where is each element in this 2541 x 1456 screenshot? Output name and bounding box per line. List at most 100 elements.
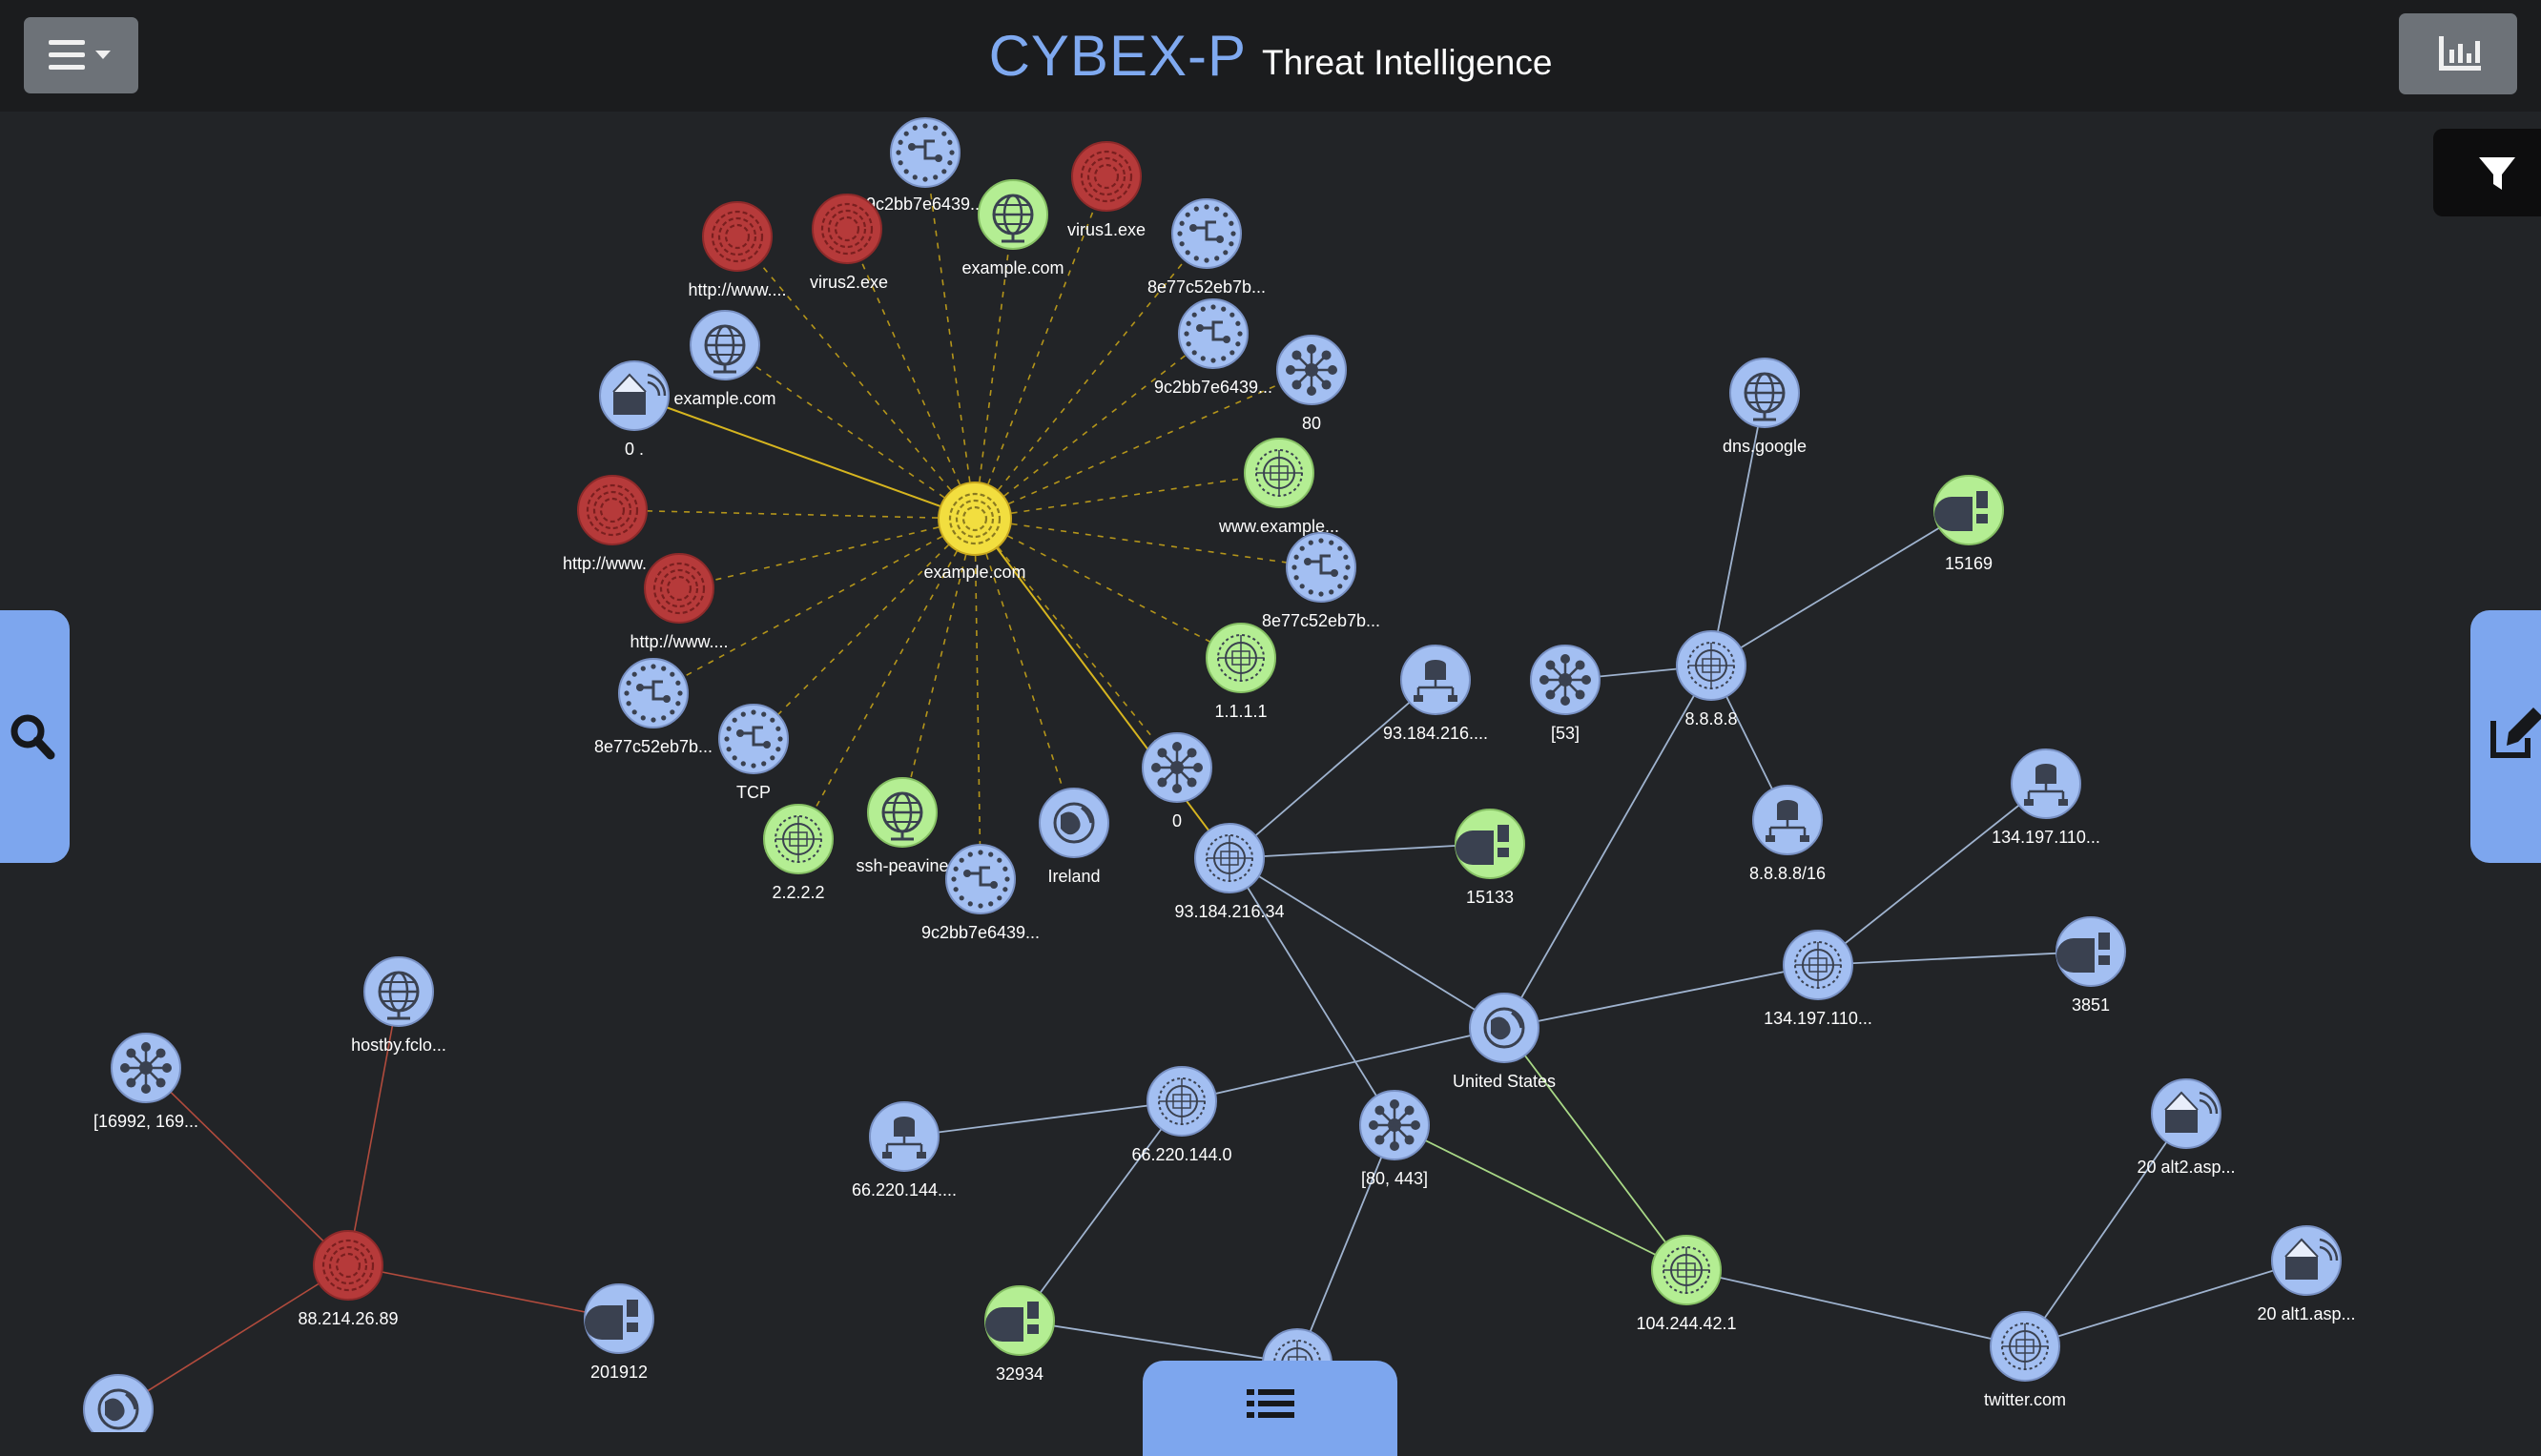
node-label: 9c2bb7e6439... (1154, 378, 1272, 397)
graph-node[interactable]: 201912 (584, 1283, 654, 1382)
list-panel-tab[interactable] (1143, 1361, 1397, 1456)
graph-node[interactable]: 20 alt2.asp... (2137, 1078, 2236, 1177)
graph-node[interactable]: virus1.exe (1067, 141, 1146, 239)
ip-icon (2001, 1323, 2049, 1370)
port-icon (120, 1042, 172, 1094)
graph-node[interactable]: 9c2bb7e6439... (866, 117, 984, 214)
threat-icon (652, 562, 706, 615)
graph-edge (678, 518, 976, 589)
graph-node[interactable]: [80, 443] (1359, 1090, 1430, 1188)
graph-node[interactable]: 8.8.8.8/16 (1749, 785, 1826, 883)
node-label: http://www. (563, 554, 647, 573)
node-label: ssh-peavine (856, 856, 948, 875)
hash-icon (896, 123, 955, 182)
country-icon (97, 1388, 139, 1430)
node-label: 80 (1302, 414, 1321, 433)
graph-node[interactable]: ssh-peavine (856, 777, 949, 875)
graph-edge (974, 518, 981, 880)
ip-icon (1206, 834, 1253, 882)
graph-node[interactable]: http://www.... (688, 201, 787, 299)
threat-icon (711, 210, 764, 263)
globe-icon (378, 971, 420, 1020)
graph-edge (974, 518, 1242, 659)
app-subtitle: Threat Intelligence (1262, 42, 1553, 82)
graph-node[interactable]: 3851 (2056, 916, 2126, 1015)
node-label: 201912 (590, 1363, 648, 1382)
graph-node[interactable]: http://www.... (630, 553, 729, 651)
graph-edge (1710, 509, 1970, 666)
graph-node[interactable]: twitter.com (1984, 1311, 2066, 1409)
node-label: 9c2bb7e6439... (921, 923, 1040, 942)
node-label: www.example... (1218, 517, 1339, 536)
graph-node[interactable]: 8e77c52eb7b... (1147, 198, 1266, 297)
graph-node[interactable]: dns.google (1723, 358, 1807, 456)
graph-node[interactable]: 134.197.110... (1764, 930, 1872, 1028)
graph-node[interactable]: 0 . (599, 360, 670, 459)
graph-node[interactable]: example.com (923, 482, 1026, 582)
graph-node[interactable]: 2.2.2.2 (763, 804, 834, 902)
graph-node[interactable]: 93.184.216.... (1383, 645, 1488, 743)
graph-node[interactable]: 104.244.42.1 (1636, 1235, 1737, 1333)
graph-node[interactable]: 8e77c52eb7b... (1262, 532, 1380, 630)
node-label: TCP (736, 783, 771, 802)
bar-chart-icon (2439, 36, 2481, 71)
graph-node[interactable] (83, 1374, 154, 1432)
node-label: 2.2.2.2 (772, 883, 824, 902)
graph-node[interactable]: www.example... (1218, 438, 1339, 536)
graph-node[interactable]: 1.1.1.1 (1206, 623, 1276, 721)
node-label: [80, 443] (1361, 1169, 1428, 1188)
graph-node[interactable]: 0 (1142, 732, 1212, 831)
graph-node[interactable]: 8e77c52eb7b... (594, 658, 713, 756)
graph-node[interactable]: 134.197.110... (1992, 749, 2100, 847)
subnet-icon (1766, 800, 1809, 842)
subnet-icon (1414, 660, 1457, 702)
graph-node[interactable]: 9c2bb7e6439... (1154, 298, 1272, 397)
graph-edge (1503, 964, 1819, 1029)
graph-node[interactable]: 66.220.144.... (852, 1101, 957, 1200)
graph-node[interactable]: 9c2bb7e6439... (921, 844, 1040, 942)
graph-node[interactable]: 80 (1276, 335, 1347, 433)
node-label: [16992, 169... (93, 1112, 198, 1131)
subnet-icon (2024, 764, 2068, 806)
country-icon (1483, 1007, 1525, 1049)
filter-button[interactable] (2433, 129, 2541, 216)
graph-node[interactable]: 20 alt1.asp... (2257, 1225, 2356, 1323)
network-graph[interactable]: example.com9c2bb7e6439...virus1.exevirus… (0, 112, 2541, 1432)
graph-node[interactable]: 15133 (1455, 809, 1525, 907)
menu-dropdown-button[interactable] (24, 17, 138, 93)
graph-node[interactable]: 8.8.8.8 (1676, 630, 1746, 728)
edit-panel-tab[interactable] (2470, 610, 2541, 863)
graph-node[interactable]: 66.220.144.0 (1131, 1066, 1232, 1164)
node-label: 8e77c52eb7b... (1262, 611, 1380, 630)
graph-node[interactable]: http://www. (563, 475, 648, 573)
graph-node[interactable]: Ireland (1039, 788, 1109, 886)
graph-node[interactable]: 93.184.216.34 (1174, 823, 1285, 921)
graph-edge (846, 228, 976, 520)
hash-icon (1184, 304, 1243, 363)
graph-node[interactable]: TCP (718, 704, 789, 802)
graph-node[interactable]: virus2.exe (810, 194, 888, 292)
node-label: United States (1453, 1072, 1556, 1091)
port-icon (1539, 654, 1591, 706)
node-label: 93.184.216.... (1383, 724, 1488, 743)
country-icon (1053, 802, 1095, 844)
node-label: hostby.fclo... (351, 1036, 446, 1055)
hash-icon (951, 850, 1010, 909)
graph-node[interactable]: 88.214.26.89 (298, 1230, 399, 1328)
port-icon (1369, 1099, 1420, 1151)
statistics-button[interactable] (2399, 13, 2517, 94)
node-label: dns.google (1723, 437, 1807, 456)
graph-edge (1817, 783, 2047, 966)
graph-node[interactable]: 15169 (1933, 475, 2004, 573)
graph-node[interactable]: 32934 (984, 1285, 1055, 1384)
graph-node[interactable]: United States (1453, 993, 1556, 1091)
graph-edge (1229, 843, 1491, 859)
search-panel-tab[interactable] (0, 610, 70, 863)
graph-node[interactable]: [16992, 169... (93, 1033, 198, 1131)
graph-node[interactable]: hostby.fclo... (351, 956, 446, 1055)
globe-icon (704, 324, 746, 374)
graph-node[interactable]: example.com (961, 179, 1064, 277)
graph-node[interactable]: example.com (673, 310, 776, 408)
port-icon (1286, 344, 1337, 396)
graph-node[interactable]: [53] (1530, 645, 1601, 743)
